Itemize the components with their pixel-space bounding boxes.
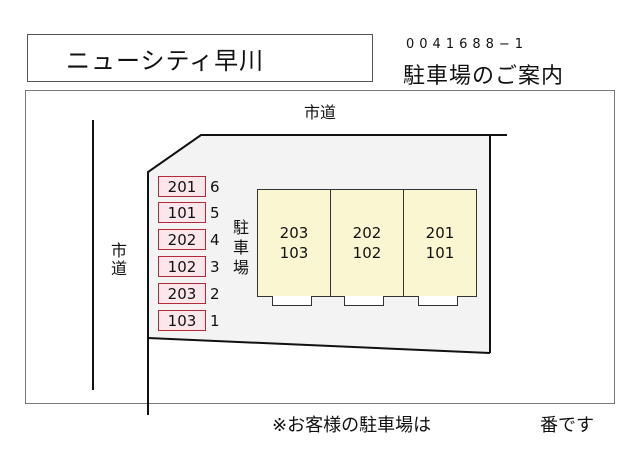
guide-title: 駐車場のご案内: [403, 64, 565, 89]
slot-room: 103: [167, 311, 197, 330]
property-name: ニューシティ早川: [66, 46, 265, 75]
building-room-lower: 102: [352, 244, 382, 262]
road-left-char: 市: [110, 241, 127, 260]
slot-number: 3: [210, 258, 220, 276]
slot-number: 4: [210, 231, 220, 249]
slot-number: 5: [210, 204, 220, 222]
parking-slot[interactable]: 202: [158, 229, 206, 250]
parking-slot[interactable]: 102: [158, 256, 206, 277]
road-left-char: 道: [110, 259, 127, 278]
slot-number: 6: [210, 178, 220, 196]
parking-label-char: 車: [232, 238, 249, 257]
slot-room: 203: [167, 284, 197, 303]
entrance-step: [418, 296, 458, 306]
parking-slot[interactable]: 101: [158, 202, 206, 223]
building-block: 202 102: [330, 189, 404, 297]
building-block: 201 101: [403, 189, 477, 297]
parking-slot[interactable]: 201: [158, 176, 206, 197]
road-label-top: 市道: [303, 103, 336, 122]
note-prefix: ※お客様の駐車場は: [272, 415, 432, 436]
slot-room: 101: [167, 203, 197, 222]
building-room-upper: 202: [352, 224, 382, 242]
entrance-step: [344, 296, 384, 306]
building-room-upper: 201: [425, 224, 455, 242]
building-room-lower: 101: [425, 244, 455, 262]
parking-slot[interactable]: 203: [158, 283, 206, 304]
building-block: 203 103: [257, 189, 331, 297]
entrance-step: [272, 296, 312, 306]
slot-room: 202: [167, 230, 197, 249]
property-code: 0041688−1: [406, 37, 529, 52]
parking-label: 駐 車 場: [231, 218, 251, 278]
slot-room: 102: [167, 257, 197, 276]
parking-map-frame: [25, 90, 615, 404]
building-room-lower: 103: [279, 244, 309, 262]
slot-number: 2: [210, 285, 220, 303]
building-room-upper: 203: [279, 224, 309, 242]
parking-label-char: 場: [232, 258, 249, 277]
road-label-left: 市 道: [109, 242, 129, 278]
slot-room: 201: [167, 177, 197, 196]
parking-label-char: 駐: [232, 218, 249, 237]
parking-slot[interactable]: 103: [158, 310, 206, 331]
slot-number: 1: [210, 312, 220, 330]
property-name-box: ニューシティ早川: [27, 34, 373, 82]
note-suffix: 番です: [540, 415, 594, 436]
